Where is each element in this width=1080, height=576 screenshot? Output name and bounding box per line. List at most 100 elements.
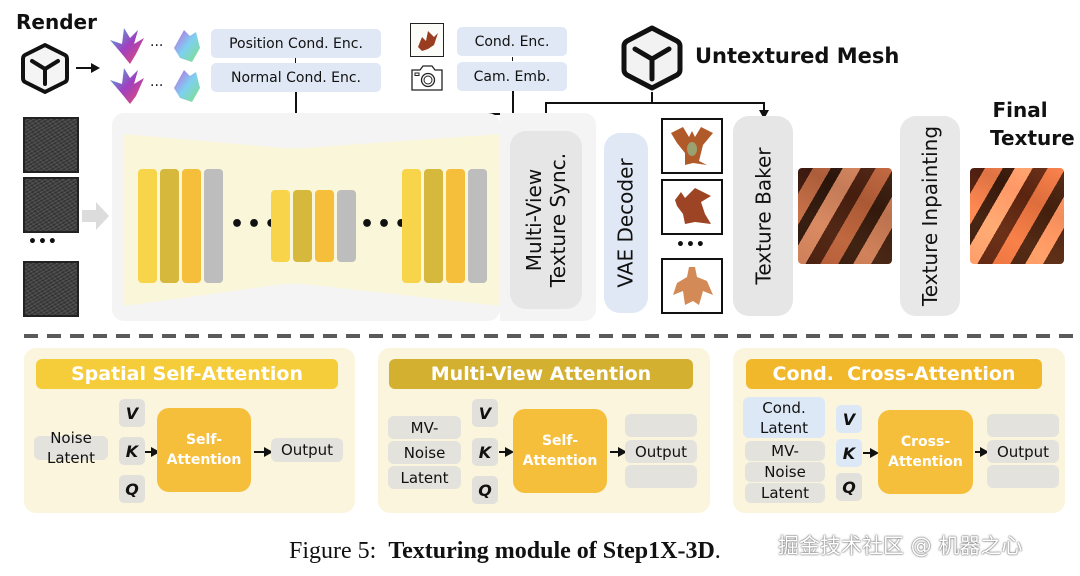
output-chip-blank bbox=[987, 465, 1059, 488]
v-token: V bbox=[836, 405, 862, 433]
self-attention-line1: Self- bbox=[541, 433, 579, 449]
caption-text: Texturing module of Step1X-3D bbox=[388, 538, 715, 564]
unet-dots: ••• bbox=[360, 212, 412, 237]
arrow-head bbox=[151, 447, 160, 457]
noise-latent-label: Noise Latent bbox=[46, 429, 96, 467]
cross-attention-line2: Attention bbox=[888, 454, 963, 470]
unet-bar-left-3 bbox=[182, 169, 201, 283]
caption-prefix: Figure 5: bbox=[289, 538, 377, 564]
input-arrow-icon bbox=[82, 202, 109, 230]
texture-inpainting-block: Texture Inpainting bbox=[900, 116, 960, 316]
arrow-line bbox=[145, 451, 153, 453]
unet-bar-right-2 bbox=[424, 169, 443, 283]
cross-attention-line1: Cross- bbox=[900, 434, 951, 450]
self-attention-block: Self- Attention bbox=[157, 408, 251, 492]
arrow bbox=[759, 110, 769, 119]
generated-view-3 bbox=[661, 258, 723, 314]
unet-bar-mid-4 bbox=[337, 190, 356, 262]
noise-latent-input: Noise Latent bbox=[34, 429, 108, 467]
cam-emb: Cam. Emb. bbox=[457, 62, 567, 91]
connector bbox=[545, 102, 547, 122]
camera-icon bbox=[411, 65, 443, 91]
cond-image-thumbnail bbox=[410, 23, 444, 57]
cube-icon bbox=[21, 43, 69, 94]
output-chip: Output bbox=[987, 440, 1059, 463]
mv-input-2: Noise bbox=[745, 462, 825, 482]
vae-decoder-label: VAE Decoder bbox=[614, 158, 638, 288]
mv-input-3: Latent bbox=[388, 466, 461, 489]
k-token: K bbox=[836, 439, 862, 467]
svg-text:···: ··· bbox=[150, 38, 163, 54]
cond-cross-attention-title: Cond. Cross-Attention bbox=[746, 359, 1042, 389]
unet-bar-mid-3 bbox=[315, 190, 334, 262]
arrow-line bbox=[254, 451, 266, 453]
connector bbox=[512, 91, 514, 114]
dragon-top-image bbox=[673, 267, 713, 305]
arrow-head bbox=[264, 447, 273, 457]
enc-link bbox=[295, 58, 296, 63]
cond-latent-input: Cond. Latent bbox=[743, 397, 825, 438]
output-chip: Output bbox=[625, 440, 697, 463]
position-cond-enc: Position Cond. Enc. bbox=[211, 29, 381, 58]
k-token: K bbox=[472, 438, 498, 466]
generated-view-2 bbox=[661, 179, 723, 235]
unet-bar-left-4 bbox=[204, 169, 223, 283]
connector bbox=[545, 102, 764, 104]
view-ellipsis: ••• bbox=[676, 237, 706, 253]
generated-view-1 bbox=[661, 118, 723, 174]
arrow-line bbox=[975, 451, 983, 453]
self-attention-line2: Attention bbox=[166, 452, 242, 468]
unet-bar-mid-1 bbox=[271, 190, 290, 262]
arrow-head bbox=[505, 447, 514, 457]
arrow-head bbox=[980, 447, 989, 457]
final-texture-label: Final Texture bbox=[990, 96, 1075, 152]
k-token: K bbox=[119, 437, 145, 465]
unet-bar-right-3 bbox=[446, 169, 465, 283]
v-token: V bbox=[472, 399, 498, 427]
arrow-line bbox=[610, 451, 620, 453]
output-chip-blank bbox=[625, 465, 697, 488]
cond-latent-line2: Latent bbox=[759, 418, 809, 437]
v-token: V bbox=[119, 399, 145, 427]
multi-view-texture-sync-label: Multi-View Texture Sync. bbox=[522, 153, 570, 287]
unet-bar-left-1 bbox=[138, 169, 157, 283]
render-arrow-line bbox=[76, 67, 92, 69]
spatial-self-attention-title: Spatial Self-Attention bbox=[36, 359, 338, 389]
mv-sync-line2: Texture Sync. bbox=[546, 152, 571, 288]
unet-dots: ••• bbox=[230, 212, 282, 237]
dragon-image bbox=[418, 31, 438, 51]
self-attention-line1: Self- bbox=[185, 432, 223, 448]
q-token: Q bbox=[119, 475, 145, 503]
cond-latent-line1: Cond. bbox=[762, 398, 806, 417]
multi-view-attention-title: Multi-View Attention bbox=[389, 359, 693, 389]
self-attention-block: Self- Attention bbox=[513, 409, 607, 493]
noise-latent-image bbox=[23, 117, 79, 173]
arrow-line bbox=[863, 452, 872, 454]
texture-baker-block: Texture Baker bbox=[733, 116, 793, 316]
normal-cond-enc: Normal Cond. Enc. bbox=[211, 63, 381, 92]
multi-view-texture-sync-block: Multi-View Texture Sync. bbox=[510, 131, 582, 309]
untextured-mesh-label: Untextured Mesh bbox=[695, 44, 900, 68]
connector bbox=[295, 92, 297, 114]
mv-input-1: MV- bbox=[745, 441, 825, 461]
watermark: 掘金技术社区 @ 机器之心 bbox=[778, 534, 1023, 558]
mv-input-3: Latent bbox=[745, 483, 825, 503]
noise-ellipsis: ••• bbox=[28, 234, 58, 250]
output-chip-blank bbox=[625, 414, 697, 437]
connector bbox=[763, 102, 765, 112]
mv-sync-line1: Multi-View bbox=[522, 168, 547, 272]
connector bbox=[651, 92, 653, 102]
dragon-side-image bbox=[675, 188, 711, 224]
unet-bar-left-2 bbox=[160, 169, 179, 283]
noise-latent-image bbox=[23, 261, 79, 317]
noise-latent-image bbox=[23, 177, 79, 233]
vae-decoder-block: VAE Decoder bbox=[604, 133, 648, 313]
texture-baker-label: Texture Baker bbox=[751, 147, 776, 285]
unet-bar-mid-2 bbox=[293, 190, 312, 262]
arrow-head bbox=[870, 448, 879, 458]
cond-enc: Cond. Enc. bbox=[457, 27, 567, 56]
unet-bar-right-4 bbox=[468, 169, 487, 283]
unet-hourglass-shape bbox=[124, 134, 500, 306]
arrow-line bbox=[499, 451, 507, 453]
texture-inpainting-label: Texture Inpainting bbox=[918, 125, 943, 307]
